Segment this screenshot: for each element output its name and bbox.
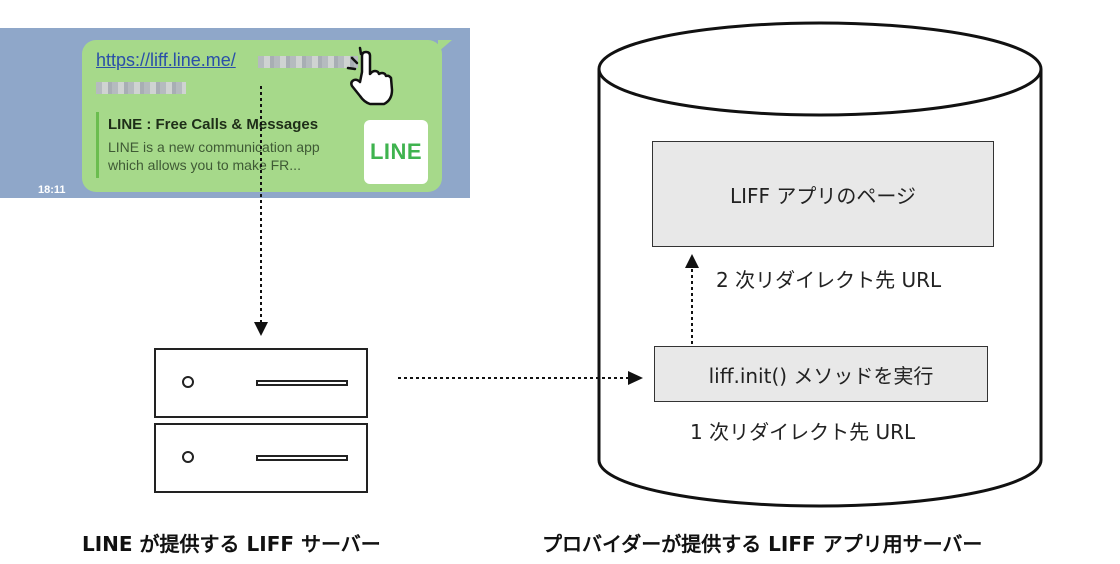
primary-redirect-label: 1 次リダイレクト先 URL [690,420,916,444]
server-slot-icon [256,455,348,461]
line-server-caption: LINE が提供する LIFF サーバー [82,532,381,556]
message-time: 18:11 [38,184,66,196]
liff-init-box: liff.init() メソッドを実行 [654,346,988,402]
liff-url-link[interactable]: https://liff.line.me/ [96,50,236,70]
server-led-icon [182,451,194,463]
blurred-url-part-2 [96,82,186,94]
server-led-icon [182,376,194,388]
arrow-init-to-liff-page [685,254,699,344]
secondary-redirect-label: 2 次リダイレクト先 URL [716,268,942,292]
provider-server-caption: プロバイダーが提供する LIFF アプリ用サーバー [542,532,983,556]
liff-app-page-box: LIFF アプリのページ [652,141,994,247]
preview-title: LINE : Free Calls & Messages [108,116,319,133]
blurred-url-part [258,56,358,68]
tap-hand-icon [346,46,394,106]
server-slot-icon [256,380,348,386]
line-server-unit-top [154,348,368,418]
preview-description: LINE is a new communication app which al… [108,139,320,173]
arrow-line-server-to-init [398,371,643,385]
bubble-tail [438,40,452,52]
preview-accent-bar [96,112,99,178]
line-server-unit-bottom [154,423,368,493]
arrow-chat-to-line-server [254,86,268,336]
line-logo: LINE [364,120,428,184]
